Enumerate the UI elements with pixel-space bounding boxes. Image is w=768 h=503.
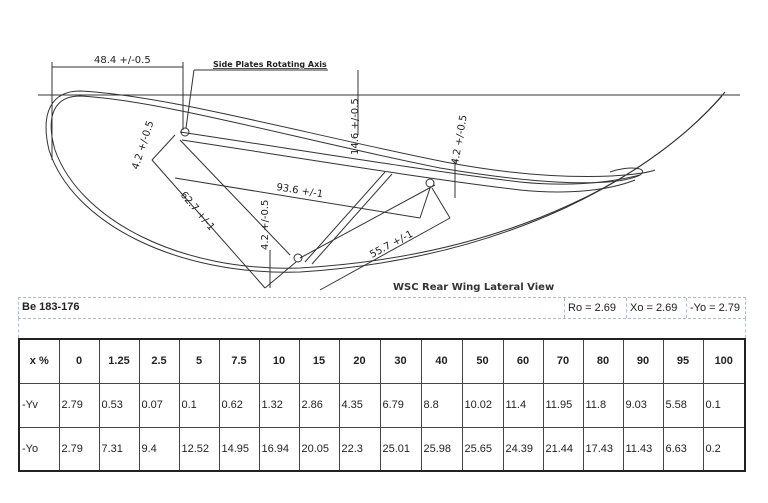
table-cell: 2.79 xyxy=(58,382,100,428)
dim-4-2-bottom: 4.2 +/-0.5 xyxy=(260,200,271,250)
table-cell: 0.1 xyxy=(178,382,220,428)
rotating-axis-note: Side Plates Rotating Axis xyxy=(213,60,327,69)
ro-value: Ro = 2.69 xyxy=(564,298,626,318)
table-cell: 11.95 xyxy=(542,382,584,428)
table-cell: 20.05 xyxy=(298,426,340,472)
table-cell: 11.8 xyxy=(582,382,624,428)
flap-outline xyxy=(179,131,641,185)
header-cell: 1.25 xyxy=(98,338,140,384)
dim-48-4: 48.4 +/-0.5 xyxy=(94,55,151,66)
table-cell: 11.4 xyxy=(502,382,544,428)
table-cell: 8.8 xyxy=(420,382,463,428)
table-cell: 10.02 xyxy=(461,382,504,428)
table-cell: 11.43 xyxy=(622,426,664,472)
table-cell: 24.39 xyxy=(502,426,544,472)
dim-14-6: 14.6 +/-0.5 xyxy=(350,98,361,155)
dim-62-7: 62.7 +/-1 xyxy=(178,190,217,233)
row-label: -Yv xyxy=(18,382,60,428)
dim-4-2-right: 4.2 +/-0.5 xyxy=(450,114,470,165)
table-cell: 5.58 xyxy=(662,382,704,428)
row-label: -Yo xyxy=(18,426,60,472)
table-cell: 6.63 xyxy=(662,426,704,472)
header-cell: x % xyxy=(18,338,60,384)
wing-lateral-drawing: 48.4 +/-0.5 Side Plates Rotating Axis 4.… xyxy=(38,55,740,293)
header-cell: 10 xyxy=(258,338,300,384)
profile-info-bar: Be 183-176 Ro = 2.69 Xo = 2.69 -Yo = 2.7… xyxy=(18,297,746,319)
header-cell: 20 xyxy=(338,338,381,384)
header-cell: 30 xyxy=(379,338,422,384)
header-cell: 70 xyxy=(542,338,584,384)
header-cell: 15 xyxy=(298,338,340,384)
table-cell: 25.98 xyxy=(420,426,463,472)
table-cell: 16.94 xyxy=(258,426,300,472)
yo-value: -Yo = 2.79 xyxy=(686,298,746,318)
profile-info-spacer xyxy=(18,318,746,338)
header-cell: 80 xyxy=(582,338,624,384)
table-cell: 17.43 xyxy=(582,426,624,472)
table-cell: 21.44 xyxy=(542,426,584,472)
header-cell: 95 xyxy=(662,338,704,384)
dim-93-6: 93.6 +/-1 xyxy=(276,182,324,200)
xo-value: Xo = 2.69 xyxy=(626,298,686,318)
header-cell: 0 xyxy=(58,338,100,384)
table-cell: 1.32 xyxy=(258,382,300,428)
table-cell: 4.35 xyxy=(338,382,381,428)
drawing-title: WSC Rear Wing Lateral View xyxy=(393,282,554,293)
header-cell: 2.5 xyxy=(138,338,180,384)
rotating-axis-circle xyxy=(180,127,190,137)
table-cell: 2.79 xyxy=(58,426,100,472)
header-cell: 60 xyxy=(502,338,544,384)
table-cell: 0.53 xyxy=(98,382,140,428)
dim-4-2-left: 4.2 +/-0.5 xyxy=(130,120,156,171)
header-cell: 7.5 xyxy=(218,338,260,384)
table-cell: 14.95 xyxy=(218,426,260,472)
table-cell: 2.86 xyxy=(298,382,340,428)
table-cell: 0.2 xyxy=(702,426,746,472)
table-row-yo: -Yo 2.79 7.31 9.4 12.52 14.95 16.94 20.0… xyxy=(18,426,746,472)
header-cell: 5 xyxy=(178,338,220,384)
dim-55-7: 55.7 +/-1 xyxy=(368,229,415,261)
table-cell: 9.03 xyxy=(622,382,664,428)
table-cell: 0.07 xyxy=(138,382,180,428)
header-cell: 40 xyxy=(420,338,463,384)
table-row-yv: -Yv 2.79 0.53 0.07 0.1 0.62 1.32 2.86 4.… xyxy=(18,382,746,428)
table-cell: 25.65 xyxy=(461,426,504,472)
table-cell: 0.1 xyxy=(702,382,746,428)
header-cell: 50 xyxy=(461,338,504,384)
table-cell: 7.31 xyxy=(98,426,140,472)
table-cell: 12.52 xyxy=(178,426,220,472)
header-cell: 90 xyxy=(622,338,664,384)
table-header-row: x % 0 1.25 2.5 5 7.5 10 15 20 30 40 50 6… xyxy=(18,338,746,384)
header-cell: 100 xyxy=(702,338,746,384)
profile-name: Be 183-176 xyxy=(22,301,80,313)
table-cell: 0.62 xyxy=(218,382,260,428)
table-cell: 6.79 xyxy=(379,382,422,428)
table-cell: 22.3 xyxy=(338,426,381,472)
table-cell: 25.01 xyxy=(379,426,422,472)
table-cell: 9.4 xyxy=(138,426,180,472)
coordinates-table: x % 0 1.25 2.5 5 7.5 10 15 20 30 40 50 6… xyxy=(18,338,746,472)
